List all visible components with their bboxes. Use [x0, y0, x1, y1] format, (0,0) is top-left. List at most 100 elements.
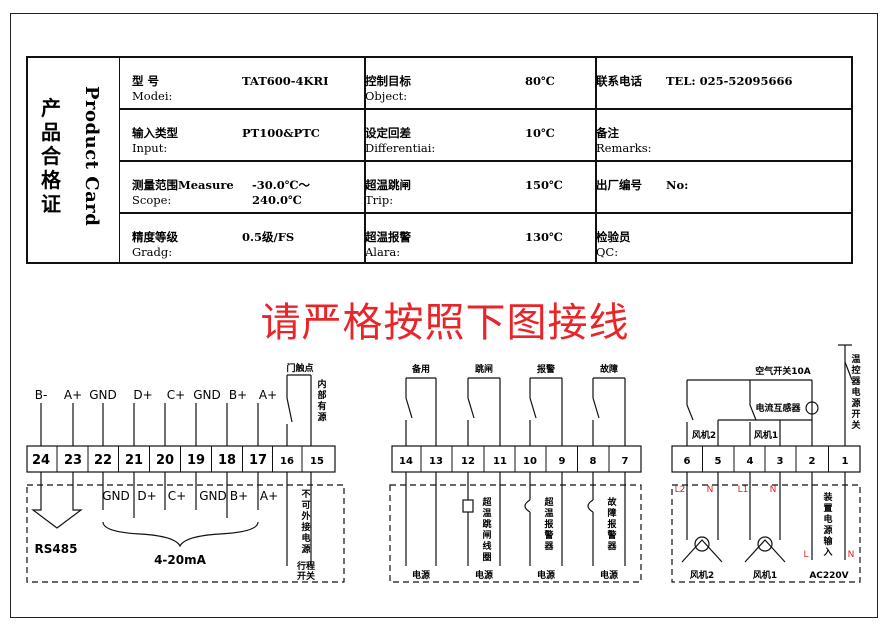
cell-label-en: Object: [365, 89, 408, 103]
signal-label: C+ [168, 489, 186, 503]
cell-value: TAT600-4KRI [242, 74, 329, 88]
diagram-label: 源 [301, 543, 310, 555]
terminal-number: 8 [590, 456, 597, 467]
diagram-label: 源 [851, 397, 860, 409]
cell-label-en: Gradg: [132, 245, 173, 259]
diagram-label: 温 [482, 507, 491, 519]
diagram-label: 控 [851, 364, 860, 376]
cell-label-cn: 控制目标 [365, 74, 411, 88]
terminal-number: 17 [249, 453, 267, 468]
relay-label: 故障 [600, 363, 618, 375]
outer-frame [10, 13, 878, 618]
cell-label-cn: 联系电话 [596, 74, 642, 88]
diagram-label: L2 [675, 485, 686, 495]
diagram-label: 温 [851, 353, 860, 365]
terminal-number: 15 [310, 456, 324, 467]
title-cn-char: 格 [41, 168, 61, 192]
power-label: 电源 [412, 569, 430, 581]
terminal-number: 23 [64, 453, 82, 468]
diagram-label: 不 [301, 489, 310, 500]
cell-label-en: Scope: [132, 193, 172, 207]
air-switch-label: 空气开关10A [755, 365, 811, 377]
diagram-label: 圈 [482, 552, 491, 563]
title-cn-char: 产 [41, 96, 61, 120]
cell-value: TEL: 025-52095666 [666, 74, 793, 88]
cell-label-cn: 超温报警 [365, 230, 411, 244]
cell-label-cn: 输入类型 [132, 126, 178, 140]
terminal-number: 9 [559, 456, 566, 467]
terminal-number: 1 [842, 456, 849, 467]
diagram-label: 闸 [482, 529, 491, 541]
cell-label-cn: 测量范围Measure [132, 178, 234, 192]
right-dashed-box [671, 484, 861, 583]
power-label: 电源 [475, 569, 493, 581]
fan1-bottom-label: 风机1 [753, 569, 777, 581]
diagram-label: 接 [301, 521, 310, 533]
cell-label-cn: 检验员 [596, 230, 631, 244]
title-cn-char: 证 [41, 192, 61, 216]
diagram-label: 输 [823, 535, 833, 547]
diagram-label: 电 [823, 513, 832, 525]
terminal-number: 7 [622, 456, 629, 467]
fan2-bottom-label: 风机2 [690, 569, 714, 581]
diagram-label: 开 [851, 409, 860, 420]
cell-label-en: Alara: [365, 245, 401, 259]
cell-label-cn: 设定回差 [365, 126, 411, 140]
right-terminal-block [671, 445, 861, 473]
diagram-label: 温 [544, 507, 553, 519]
signal-label: B+ [230, 489, 248, 503]
diagram-label: 警 [607, 529, 616, 541]
diagram-label: 障 [607, 507, 616, 519]
diagram-label: 源 [823, 524, 832, 536]
diagram-label: 置 [823, 503, 832, 514]
diagram-label: 超 [481, 496, 492, 508]
row-divider [120, 212, 851, 214]
cell-label-en: Input: [132, 141, 168, 155]
diagram-label: 部 [317, 389, 326, 401]
door-contact-label: 门触点 [286, 362, 313, 374]
terminal-number: 18 [218, 453, 236, 468]
diagram-label: 开关 [297, 570, 315, 582]
diagram-label: 警 [544, 529, 553, 541]
diagram-label: N [848, 550, 855, 560]
signal-label: GND [199, 489, 227, 503]
terminal-number: 2 [809, 456, 816, 467]
relay-label: 备用 [411, 363, 430, 375]
diagram-label: 源 [317, 411, 326, 423]
signal-label: A+ [260, 489, 278, 503]
cell-value: 150℃ [525, 178, 563, 192]
terminal-number: 21 [125, 453, 143, 468]
col-divider [364, 58, 366, 262]
terminal-number: 19 [187, 453, 205, 468]
diagram-label: 跳 [482, 518, 491, 530]
diagram-label: 外 [300, 510, 310, 522]
fan1-label: 风机1 [754, 429, 778, 441]
signal-label: GND [89, 388, 117, 402]
signal-label: GND [102, 489, 130, 503]
diagram-label: 报 [607, 518, 616, 530]
card-cell: 联系电话 TEL: 025-52095666 [596, 74, 816, 108]
diagram-label: 故 [607, 496, 617, 508]
diagram-label: 电 [301, 532, 310, 544]
fan2-symbol [681, 539, 723, 563]
terminal-number: 10 [523, 456, 537, 467]
current-transformer-label: 电流互感器 [755, 402, 801, 414]
diagram-label: 线 [482, 540, 491, 552]
terminal-number: 14 [399, 456, 413, 467]
terminal-number: 5 [715, 456, 722, 467]
cell-label-cn: 精度等级 [132, 230, 178, 244]
diagram-label: L1 [738, 485, 749, 495]
relay-label: 报警 [537, 363, 555, 375]
diagram-label: 入 [822, 547, 832, 558]
terminal-number: 24 [32, 453, 50, 468]
